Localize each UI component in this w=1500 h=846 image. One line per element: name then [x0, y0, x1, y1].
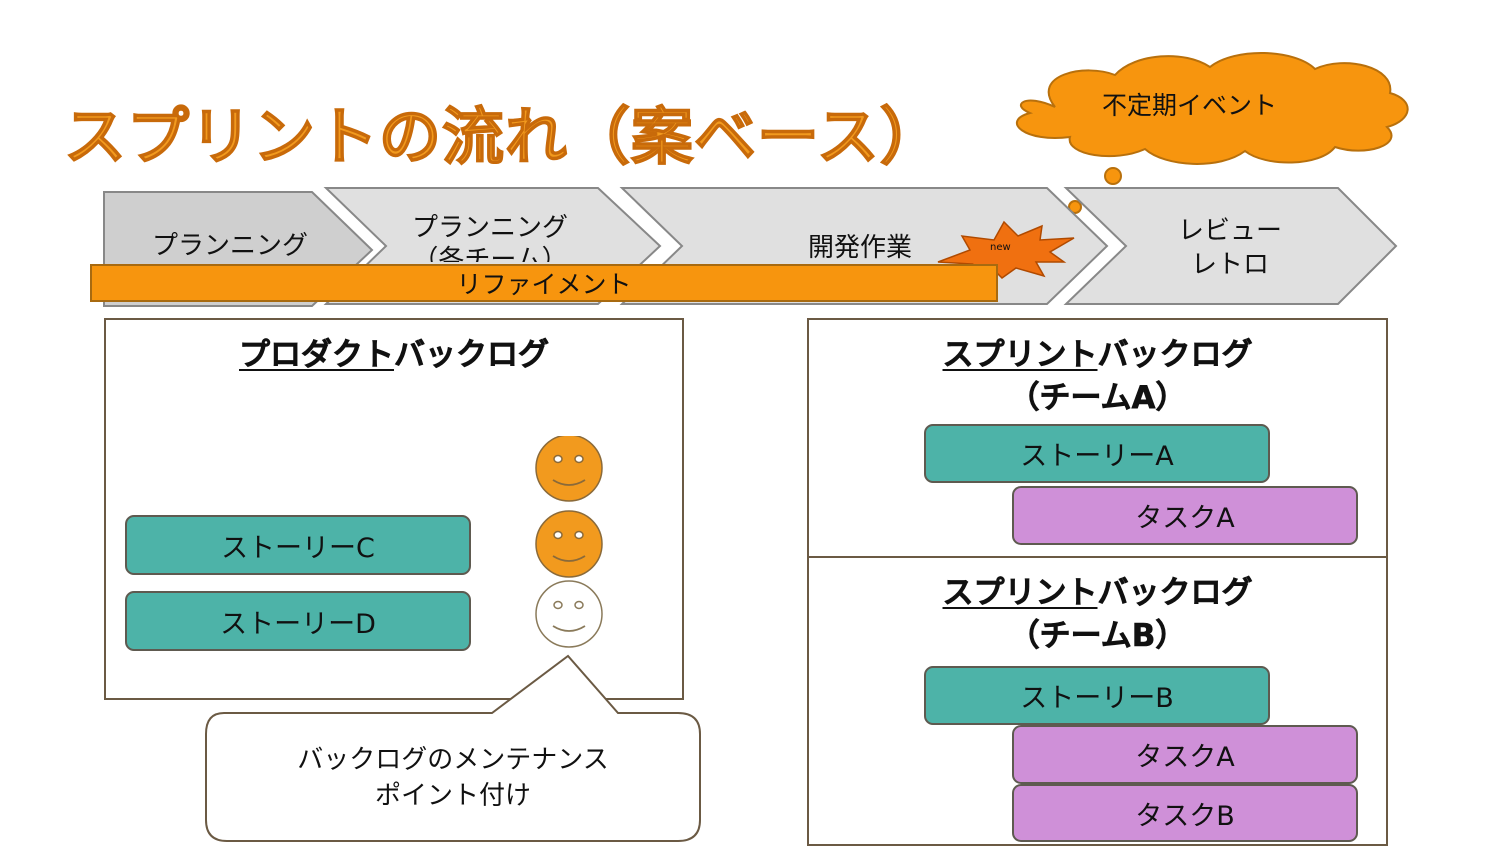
- callout-text: バックログのメンテナンス ポイント付け: [206, 742, 700, 814]
- team-letter: A: [1131, 380, 1156, 417]
- refinement-label: リファイメント: [456, 270, 632, 299]
- team-letter: B: [1131, 618, 1156, 655]
- cloud-shape: [1016, 51, 1409, 185]
- task-card[interactable]: タスクA: [1012, 486, 1358, 545]
- sprint-backlog-a-heading: スプリントバックログ: [809, 334, 1386, 376]
- team-suffix: ）: [1155, 380, 1187, 417]
- task-label: タスクA: [1135, 742, 1235, 773]
- callout-line2: ポイント付け: [374, 781, 531, 811]
- new-badge-label: new: [990, 242, 1011, 253]
- story-card[interactable]: ストーリーB: [924, 666, 1270, 725]
- team-prefix: （チーム: [1008, 618, 1132, 655]
- smiley-icon: [535, 580, 603, 648]
- estimation-smileys: [535, 436, 603, 648]
- flow-review-line1: レビュー: [1177, 216, 1282, 246]
- story-label: ストーリーA: [1020, 441, 1174, 472]
- cloud-bubble-small: [1068, 200, 1082, 214]
- refinement-bar: リファイメント: [90, 264, 998, 302]
- flow-development-label: 開発作業: [807, 233, 912, 263]
- story-card[interactable]: ストーリーA: [924, 424, 1270, 483]
- task-label: タスクA: [1135, 503, 1235, 534]
- sprint-backlog-b-team: （チームB）: [809, 615, 1386, 657]
- task-label: タスクB: [1135, 800, 1235, 832]
- cloud-label: 不定期イベント: [1102, 91, 1278, 120]
- task-card[interactable]: タスクA: [1012, 725, 1358, 784]
- flow-planning-label: プランニング: [151, 231, 308, 261]
- sprint-backlog-b-heading-underlined: スプリント: [942, 575, 1098, 612]
- sprint-backlog-a-team: （チームA）: [809, 377, 1386, 419]
- flow-review-label: レビュー レトロ: [1130, 214, 1330, 282]
- sprint-backlog-b-heading: スプリントバックログ: [809, 572, 1386, 614]
- page-title: スプリントの流れ（案ベース）: [63, 99, 943, 174]
- story-label: ストーリーD: [220, 608, 376, 640]
- sprint-backlog-a-heading-rest: バックログ: [1097, 337, 1253, 374]
- maintenance-callout: [205, 654, 701, 842]
- story-label: ストーリーC: [221, 532, 375, 564]
- story-card[interactable]: ストーリーC: [125, 515, 471, 575]
- flow-planning-teams-line2: （各チーム）: [412, 245, 568, 262]
- smiley-icon: [535, 510, 603, 578]
- smiley-icon: [535, 436, 603, 502]
- chevron-review: [1063, 187, 1398, 305]
- sprint-backlog-b-heading-rest: バックログ: [1097, 575, 1253, 612]
- team-suffix: ）: [1155, 618, 1187, 655]
- flow-review-line2: レトロ: [1190, 250, 1269, 280]
- story-label: ストーリーB: [1020, 683, 1174, 714]
- flow-planning-teams-label: プランニング （各チーム）: [380, 212, 600, 262]
- sprint-backlog-a-heading-underlined: スプリント: [942, 337, 1098, 374]
- team-prefix: （チーム: [1008, 380, 1132, 417]
- product-backlog-heading-underlined: プロダクト: [239, 337, 395, 374]
- task-card[interactable]: タスクB: [1012, 784, 1358, 842]
- product-backlog-heading-rest: バックログ: [394, 337, 550, 374]
- flow-planning-teams-line1: プランニング: [411, 213, 568, 243]
- story-card[interactable]: ストーリーD: [125, 591, 471, 651]
- product-backlog-heading: プロダクトバックログ: [106, 334, 682, 376]
- callout-line1: バックログのメンテナンス: [297, 745, 609, 775]
